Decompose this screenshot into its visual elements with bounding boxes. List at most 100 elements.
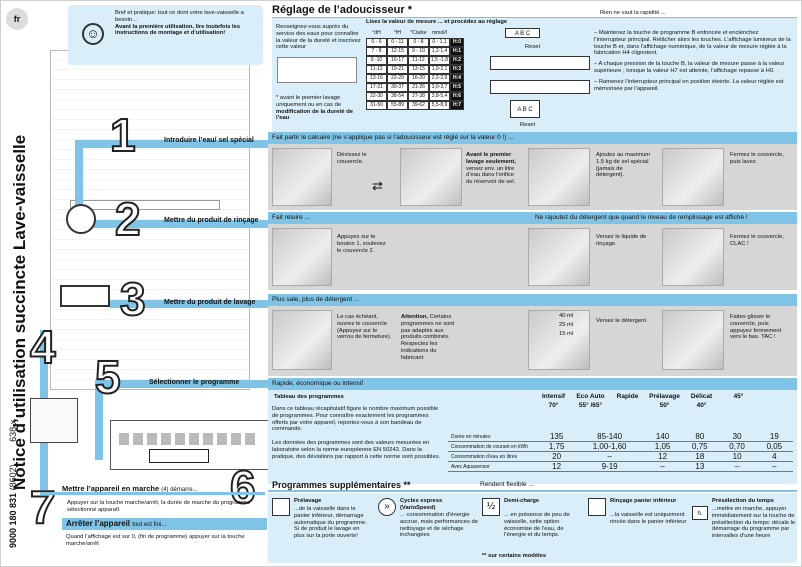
extras-footnote: ** sur certains modèles [482,553,547,559]
stop-text: Quand l’affichage est sur 0, (fin de pro… [66,534,245,547]
connector-1 [75,140,273,148]
reset-label: Reset [525,44,541,50]
program-intro: Dans ce tableau récapitulatif figure le … [272,406,439,433]
photo-detergent-open [272,310,332,370]
reset-label-2: Reset [520,122,536,128]
softener-steps: – Maintenez la touche de programme B enf… [594,30,791,92]
photo-rinse-pour [528,228,590,286]
section-5-bar [268,378,797,390]
program-column-head: Rapide [616,393,639,400]
abc-buttons-2: A B C [510,100,540,118]
language-badge: fr [6,8,28,30]
step-number-3: 3 [119,272,147,326]
section-2-bar [268,212,797,224]
step-number-6: 6 [229,460,257,514]
dishwasher-front-icon [30,398,78,443]
photo-detergent-close [662,310,724,370]
dispenser-icon [60,285,110,307]
section-1-sub: Fait partir le calcaire (ne s’applique p… [272,134,514,141]
section-5-sub: Rapide, économique ou intensif [272,380,364,387]
section-2-sub-right: Ne rajoutez du détergent que quand le ni… [535,214,748,221]
rinse-c2: Versez le liquide de rinçage. [596,234,647,247]
section-6-title: Programmes supplémentaires ** [272,480,411,490]
connector-5 [95,380,273,388]
salt-c2: Avant le premier lavage seulement, verse… [466,152,516,186]
connector-1v [75,140,83,210]
half-load-icon: ½ [482,498,500,516]
intro-bold: Avant la première utilisation, lire tout… [115,23,241,37]
detergent-c3: Versez le détergent. [596,318,648,324]
section-2-head: Mettre du produit de rinçage [164,217,259,224]
section-6-sub: Rendent flexible ... [480,481,534,488]
section-1-head: Introduire l’eau/ sel spécial [164,137,254,144]
step-number-2: 2 [114,192,142,246]
stop-bar [62,518,267,530]
smiley-icon: ☺ [82,23,104,45]
speed-icon: » [378,498,396,516]
program-note: Les données des programmes sont des vale… [272,440,441,460]
softener-footnote: * avant le premier lavage uniquement ou … [276,95,353,122]
program-table-title: Tableau des programmes [274,394,344,400]
rinse-c3: Fermez le couvercle, CLAC ! [730,234,784,247]
photo-detergent-marks: 40 ml 25 ml 15 ml [528,310,590,370]
read-label: Lisez la valeur de mesure ... et procéde… [366,19,508,25]
softener-left-text: Renseignez-vous auprès du service des ea… [276,24,361,51]
control-panel-illustration [110,420,270,470]
step-number-4: 4 [29,320,57,374]
detergent-c2: Attention, Certains programmes ne sont p… [401,314,455,361]
connector-2 [75,220,273,228]
rotate-arrows-icon: ⇄ [372,178,383,193]
photo-salt [528,148,590,206]
connector-5v [95,380,103,460]
intro-text: Bref et pratique: tout ce dont votre lav… [115,10,244,23]
power-title: Mettre l’appareil en marche (4) démarre.… [62,484,198,493]
softener-bar [272,17,797,18]
section-2-sub: Fait reluire ... [272,214,310,221]
photo-water [400,148,462,206]
display-h4 [490,56,590,70]
salt-c3: Ajoutez au maximum 1,5 kg de sel spécial… [596,152,651,179]
prewash-icon [272,498,290,516]
softener-right-note: Rien ne vaut la rapidité ... [600,10,666,16]
section-6-panel [268,493,797,563]
photo-unscrew [272,148,332,206]
section-1-bar [268,132,797,144]
step-number-1: 1 [109,108,137,162]
detergent-c1: Le cas échéant, ouvrez le couvercle (App… [337,314,392,341]
step-number-5: 5 [94,350,122,404]
salt-c1: Dévissez le couvercle. [337,152,367,165]
dishwasher-illustration [40,40,270,480]
power-text: Appuyer sur la touche marche/arrêt, la d… [67,500,251,513]
lower-basket-icon [588,498,606,516]
section-3-sub: Plus sale, plus de détergent ... [272,296,360,303]
photo-rinse-close [662,228,724,286]
timer-icon: h. [692,506,708,520]
step-number-7: 7 [29,480,57,534]
connector-3 [110,300,273,308]
section-3-head: Mettre du produit de lavage [164,299,256,306]
rinse-c1: Appuyez sur le bouton 1, soulevez le cou… [337,234,386,254]
power-bar [40,492,265,495]
abc-buttons[interactable]: A B C [505,28,540,38]
photo-close [662,148,724,206]
section-6-bar [268,490,797,492]
hardness-entry-box[interactable] [277,57,357,83]
program-column-head [757,392,794,426]
photo-rinse-open [272,228,332,286]
